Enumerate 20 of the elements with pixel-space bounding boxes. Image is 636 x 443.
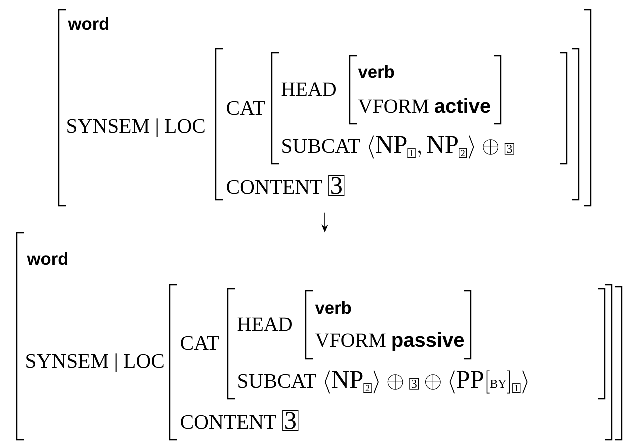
feature-label: HEAD <box>238 318 292 332</box>
feature-label: VFORM passive <box>316 332 464 352</box>
feature-label: CONTENT <box>181 415 276 430</box>
feature-value: $\fbox{3}$ <box>282 410 299 431</box>
feature-label: CONTENT <box>227 180 322 194</box>
feature-value: $\fbox{3}$ <box>328 176 345 196</box>
feature-label: HEAD <box>282 82 336 96</box>
feature-label: CAT <box>181 336 219 350</box>
feature-label: SUBCAT <box>282 139 360 154</box>
feature-value: $\langle \mathrm{NP}_{\fbox{\scriptsize 2}} \rangle \oplus \fbox{\small 3} \oplus \langle \mathrm{PP}[\mbox{\small BY}]_{\fbox{\scriptsize 1}} \rangle$ <box>324 370 528 394</box>
type-label: verb <box>315 301 352 314</box>
feature-label: SYNSEM | LOC <box>68 118 205 138</box>
type-label: verb <box>358 65 394 78</box>
feature-label: SYNSEM | LOC <box>26 354 164 372</box>
feature-label: VFORM active <box>358 98 490 114</box>
feature-label: CAT <box>227 101 265 116</box>
feature-value: $\langle \mathrm{NP}_{\fbox{\scriptsize 1}}, \mathrm{NP}_{\fbox{\scriptsize 2}} \rangle \oplus \fbox{\small 3}$ <box>368 136 514 159</box>
type-label: word <box>68 17 109 30</box>
type-label: word <box>27 252 68 266</box>
feature-label: SUBCAT <box>238 374 316 388</box>
